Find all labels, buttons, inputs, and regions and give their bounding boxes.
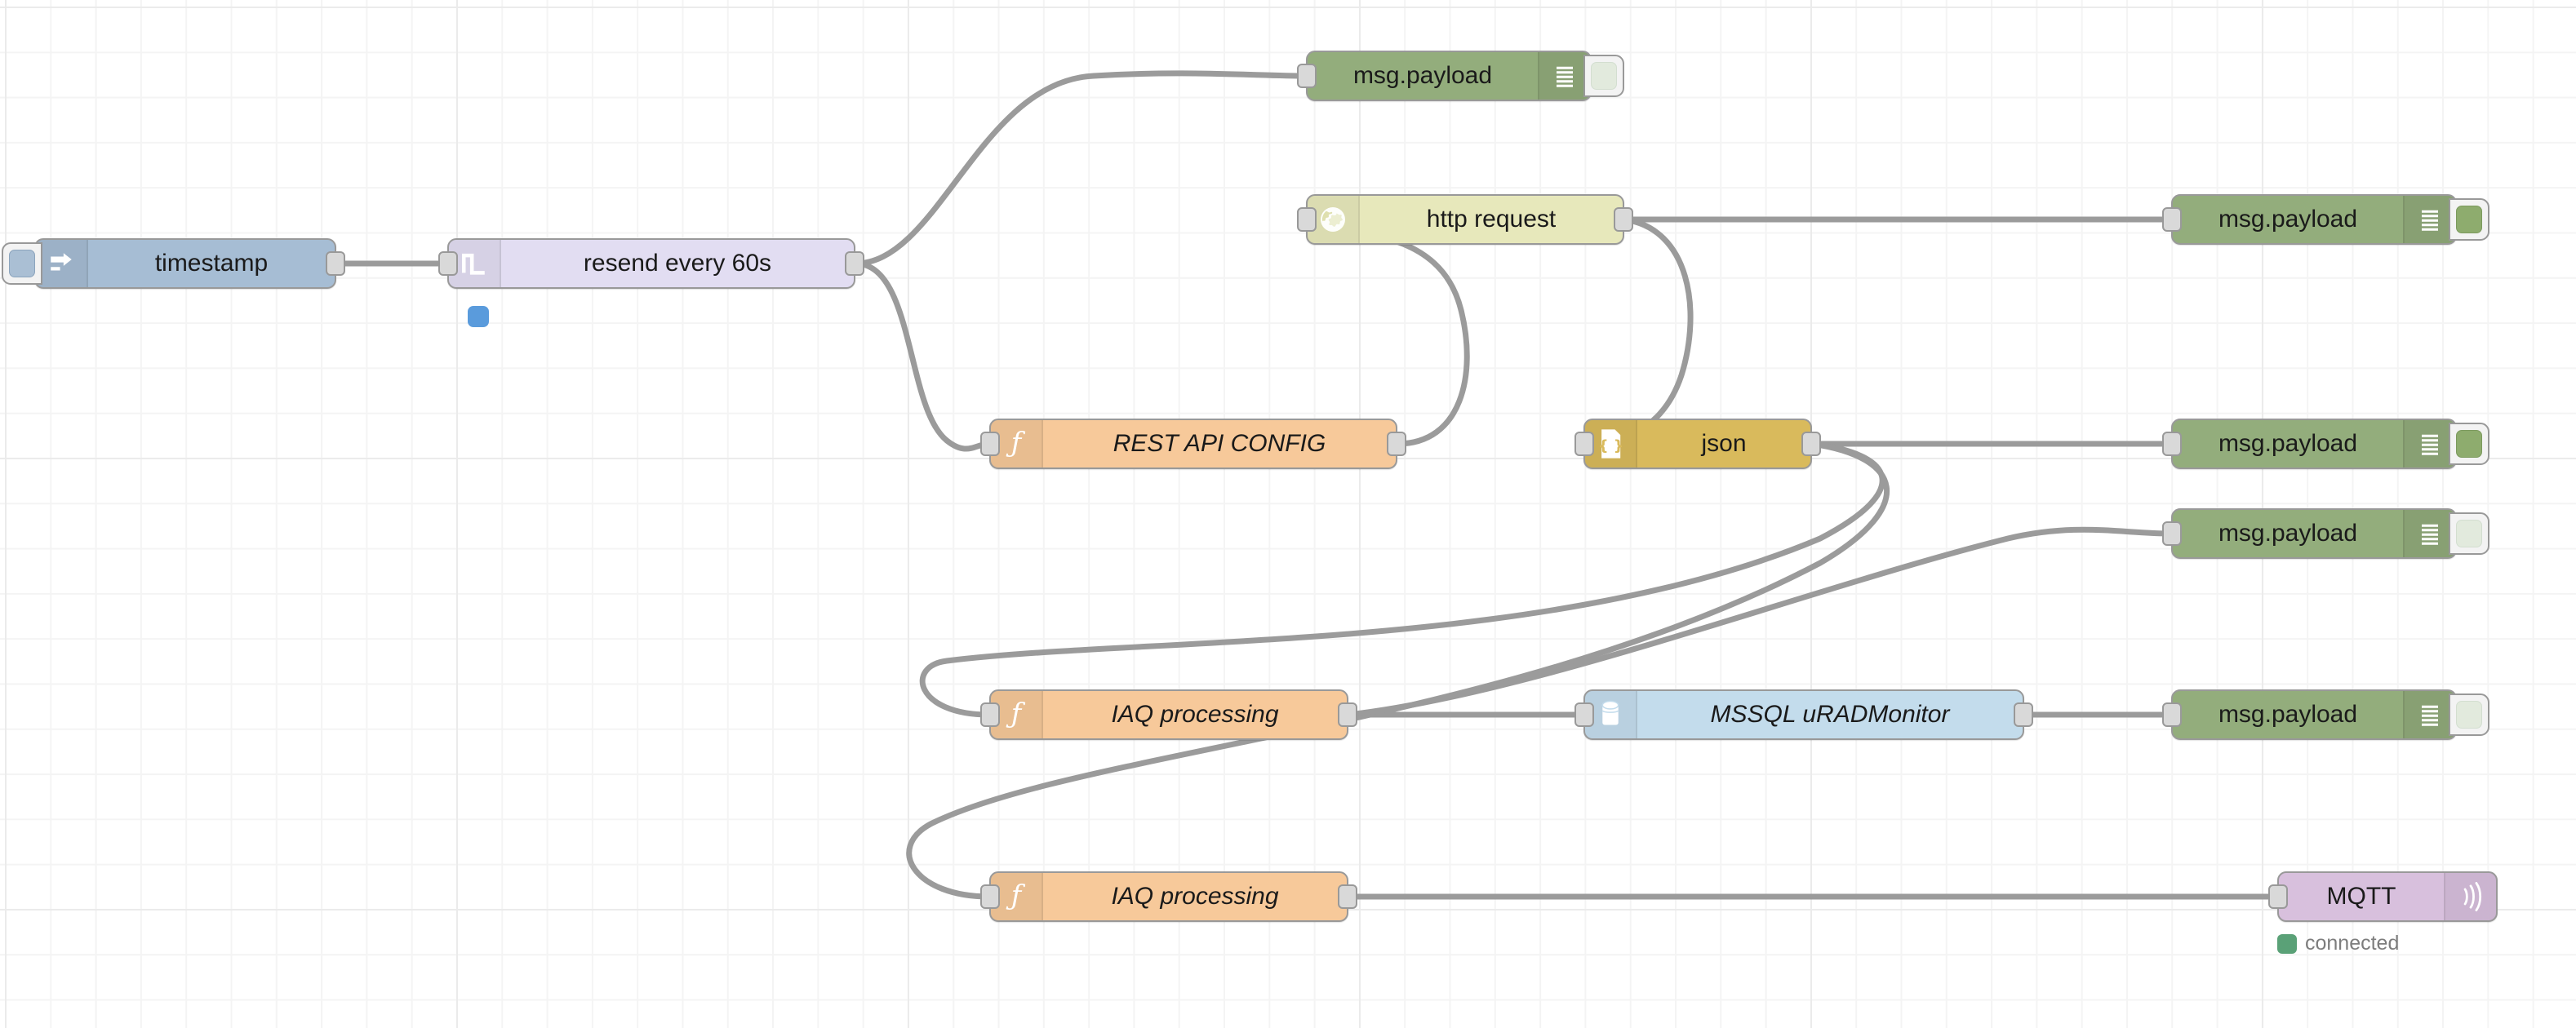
- debug-lines-icon-svg: [1557, 66, 1573, 87]
- json-braces-icon-svg: { }: [1598, 429, 1623, 459]
- mqtt-status: connected: [2277, 932, 2399, 955]
- node-label: http request: [1426, 206, 1557, 233]
- debug-enable-knob: [2456, 430, 2482, 458]
- wire-json-to-iaq1: [919, 441, 1885, 718]
- node-json[interactable]: { } json: [1574, 419, 1821, 469]
- input-port[interactable]: [438, 251, 458, 276]
- debug-enable-knob: [2456, 701, 2482, 729]
- node-http-request[interactable]: http request: [1297, 194, 1633, 245]
- output-port[interactable]: [1338, 884, 1357, 909]
- node-label: resend every 60s: [583, 250, 772, 277]
- input-port[interactable]: [980, 702, 1000, 727]
- debug-lines-icon-svg: [2422, 434, 2438, 455]
- function-icon-svg: ƒ: [1006, 699, 1026, 729]
- wire-iaq1-to-debug: [1345, 526, 2174, 718]
- svg-text:ƒ: ƒ: [1006, 428, 1026, 459]
- node-label: msg.payload: [2218, 701, 2358, 728]
- debug-lines-icon: [2403, 196, 2455, 243]
- input-port[interactable]: [2162, 432, 2182, 456]
- wire-delay-to-rest-config: [852, 260, 993, 452]
- svg-text:ƒ: ƒ: [1006, 699, 1026, 729]
- node-label: MSSQL uRADMonitor: [1710, 701, 1950, 728]
- debug-enable-button[interactable]: [2449, 693, 2489, 736]
- debug-enable-button[interactable]: [2449, 423, 2489, 465]
- node-debug-top[interactable]: msg.payload: [1297, 51, 1624, 101]
- debug-lines-icon: [2403, 691, 2455, 738]
- node-function-rest-api-config[interactable]: ƒ REST API CONFIG: [980, 419, 1406, 469]
- node-selection-marker: [468, 306, 489, 327]
- node-label: IAQ processing: [1111, 883, 1279, 910]
- node-debug-iaq-1[interactable]: msg.payload: [2162, 508, 2489, 559]
- node-label: msg.payload: [1352, 62, 1493, 89]
- node-label: timestamp: [154, 250, 269, 277]
- input-port[interactable]: [1574, 432, 1594, 456]
- inject-arrow-icon-svg: [51, 253, 72, 271]
- status-label: connected: [2305, 932, 2400, 955]
- status-dot-icon: [2277, 933, 2297, 954]
- inject-arrow-icon: [36, 240, 88, 287]
- input-port[interactable]: [980, 884, 1000, 909]
- wire-json-to-iaq2: [906, 441, 1890, 900]
- debug-enable-button[interactable]: [2449, 512, 2489, 555]
- svg-text:ƒ: ƒ: [1006, 881, 1026, 911]
- node-mssql-uradmonitor[interactable]: MSSQL uRADMonitor: [1574, 689, 2033, 740]
- node-debug-json[interactable]: msg.payload: [2162, 419, 2489, 469]
- input-port[interactable]: [2162, 702, 2182, 727]
- node-function-iaq-processing-1[interactable]: ƒ IAQ processing: [980, 689, 1357, 740]
- node-label: REST API CONFIG: [1113, 430, 1326, 457]
- debug-lines-icon-svg: [2422, 524, 2438, 545]
- function-icon-svg: ƒ: [1006, 881, 1026, 911]
- function-icon-svg: ƒ: [1006, 428, 1026, 459]
- node-debug-http[interactable]: msg.payload: [2162, 194, 2489, 245]
- node-label: MQTT: [2326, 883, 2396, 910]
- output-port[interactable]: [1338, 702, 1357, 727]
- debug-enable-knob: [2456, 520, 2482, 547]
- debug-lines-icon: [2403, 510, 2455, 557]
- output-port[interactable]: [326, 251, 345, 276]
- input-port[interactable]: [2162, 207, 2182, 232]
- output-port[interactable]: [2014, 702, 2033, 727]
- output-port[interactable]: [1387, 432, 1406, 456]
- node-mqtt-out[interactable]: MQTT: [2268, 871, 2498, 922]
- wire-rest-config-to-http: [1303, 216, 1470, 447]
- output-port[interactable]: [845, 251, 864, 276]
- node-label: IAQ processing: [1111, 701, 1279, 728]
- node-debug-mssql[interactable]: msg.payload: [2162, 689, 2489, 740]
- debug-enable-button[interactable]: [2449, 198, 2489, 241]
- node-inject-timestamp[interactable]: timestamp: [2, 238, 345, 289]
- debug-enable-knob: [1591, 62, 1617, 90]
- globe-icon-svg: [1321, 207, 1345, 232]
- debug-lines-icon: [1538, 52, 1590, 100]
- debug-lines-icon-svg: [2422, 705, 2438, 726]
- inject-trigger-knob: [9, 250, 35, 277]
- wire-http-to-json: [1580, 216, 1694, 447]
- node-delay-resend[interactable]: resend every 60s: [438, 238, 864, 289]
- inject-trigger-button[interactable]: [2, 242, 42, 285]
- node-label: json: [1701, 430, 1747, 457]
- debug-enable-knob: [2456, 206, 2482, 233]
- output-port[interactable]: [1801, 432, 1821, 456]
- input-port[interactable]: [1574, 702, 1594, 727]
- wire-delay-to-debug-top: [852, 70, 1309, 267]
- node-label: msg.payload: [2218, 206, 2358, 233]
- database-icon-svg: [1601, 700, 1619, 725]
- svg-text:{ }: { }: [1598, 438, 1623, 454]
- debug-enable-button[interactable]: [1583, 55, 1624, 97]
- broadcast-icon: [2444, 873, 2496, 920]
- node-function-iaq-processing-2[interactable]: ƒ IAQ processing: [980, 871, 1357, 922]
- node-label: msg.payload: [2218, 520, 2358, 547]
- input-port[interactable]: [2162, 521, 2182, 546]
- debug-lines-icon-svg: [2422, 210, 2438, 231]
- broadcast-icon-svg: [2463, 882, 2482, 911]
- output-port[interactable]: [1614, 207, 1633, 232]
- pulse-icon-svg: [461, 253, 485, 275]
- debug-lines-icon: [2403, 420, 2455, 467]
- input-port[interactable]: [2268, 884, 2288, 909]
- input-port[interactable]: [980, 432, 1000, 456]
- node-label: msg.payload: [2218, 430, 2358, 457]
- input-port[interactable]: [1297, 64, 1317, 88]
- input-port[interactable]: [1297, 207, 1317, 232]
